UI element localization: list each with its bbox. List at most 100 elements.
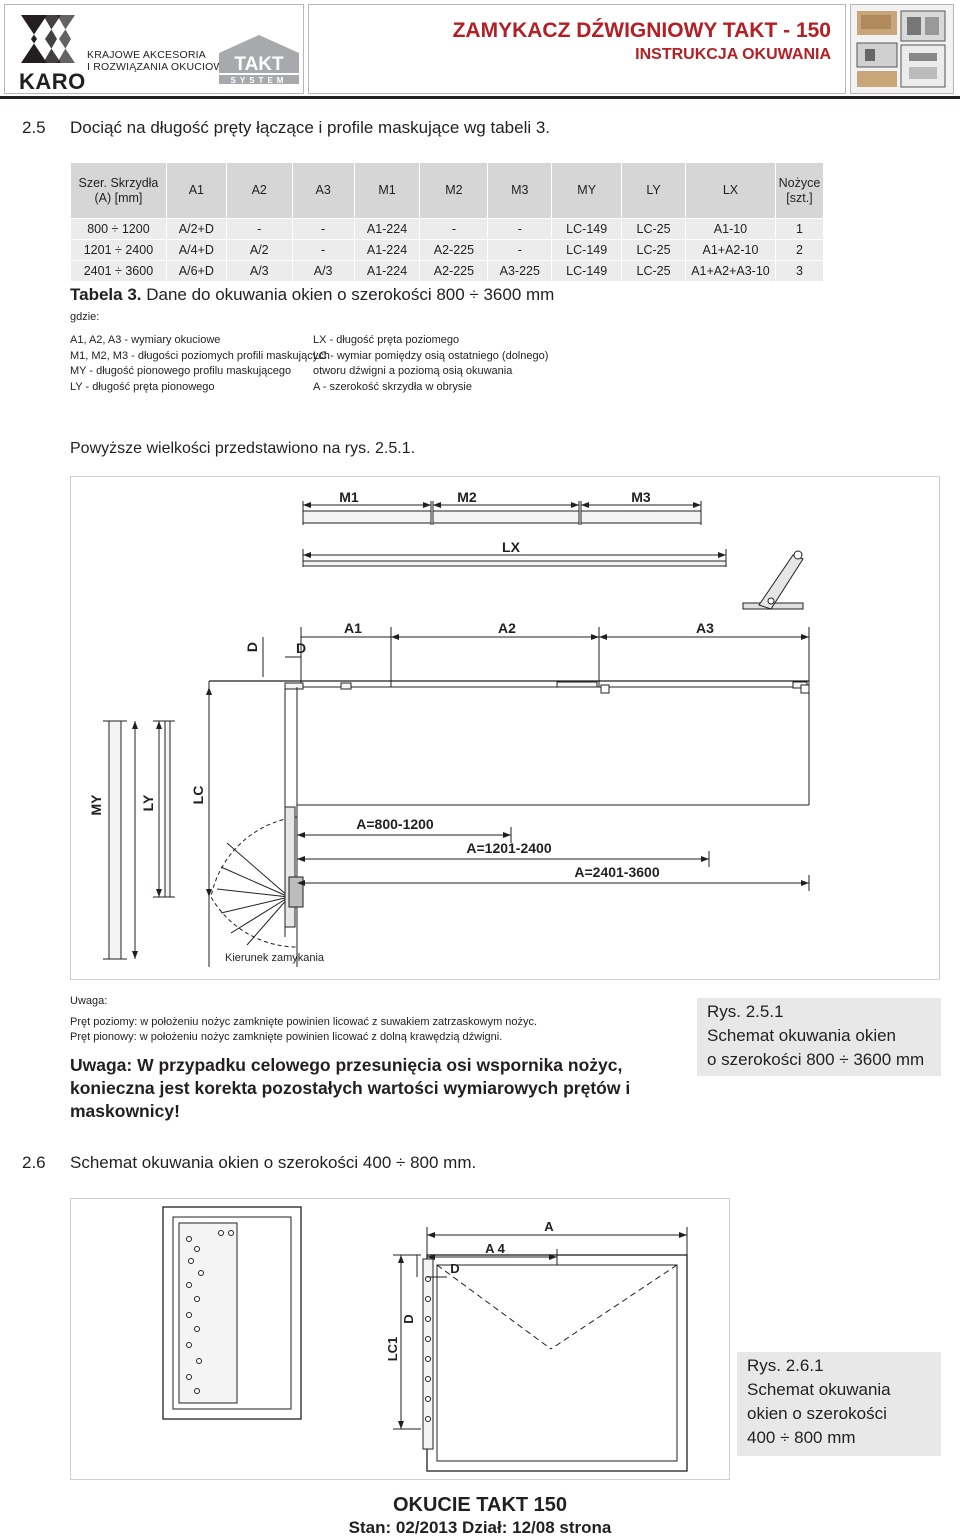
page-subtitle: INSTRUKCJA OKUWANIA — [635, 46, 831, 63]
karo-logo-icon — [21, 15, 75, 63]
legend-item: LC - wymiar pomiędzy osią ostatniego (do… — [313, 349, 549, 362]
warning-note: Uwaga: W przypadku celowego przesunięcia… — [70, 1055, 631, 1121]
label-lc: LC — [190, 786, 206, 805]
table-header-cell: M1 — [353, 162, 421, 219]
page-header: KARO KRAJOWE AKCESORIA I ROZWIĄZANIA OKU… — [0, 0, 960, 99]
table-cell: - — [291, 218, 355, 240]
table-caption: Tabela 3. Dane do okuwania okien o szero… — [70, 285, 554, 305]
caption-figure-2-5-1: Rys. 2.5.1 Schemat okuwania okien o szer… — [697, 998, 941, 1076]
company-logo-panel: KARO KRAJOWE AKCESORIA I ROZWIĄZANIA OKU… — [4, 4, 304, 94]
label-range-2: A=1201-2400 — [466, 840, 551, 856]
vertical-masking-profile-my — [108, 720, 122, 960]
table-cell: A1-224 — [353, 218, 421, 240]
table-header-cell: M2 — [419, 162, 489, 219]
table-header-cell: MY — [551, 162, 623, 219]
figure-2-6-1: A A 4 D LC1 D — [70, 1198, 730, 1480]
horizontal-rod — [302, 560, 727, 567]
label-a3: A3 — [696, 620, 714, 636]
label-a4: A 4 — [485, 1241, 506, 1256]
takt-logo-text: TAKT — [234, 54, 284, 75]
table-cell: 2 — [774, 239, 825, 261]
table-cell: A/6+D — [165, 260, 227, 282]
masking-profile-m1 — [302, 510, 432, 524]
table-cell: A1-224 — [353, 239, 421, 261]
table-3: Szer. Skrzydła (A) [mm] A1 A2 A3 M1 M2 M… — [70, 162, 825, 282]
legend-item: otworu dźwigni a poziomą osią okuwania — [313, 365, 513, 377]
table-cell: LC-149 — [551, 260, 623, 282]
caption-line: okien o szerokości — [747, 1404, 887, 1423]
table-cell: A1-224 — [353, 260, 421, 282]
table-cell: A/2 — [225, 239, 293, 261]
page-title: ZAMYKACZ DŹWIGNIOWY TAKT - 150 — [452, 19, 831, 42]
table-cell: - — [291, 239, 355, 261]
caption-line: Schemat okuwania okien — [707, 1026, 897, 1045]
opening-diagonal-right — [550, 1264, 678, 1350]
table-header-cell: Szer. Skrzydła (A) [mm] — [70, 162, 167, 219]
company-line-1: KRAJOWE AKCESORIA — [87, 49, 206, 61]
sash-holes — [425, 1276, 431, 1422]
label-d-horizontal: D — [296, 640, 306, 656]
caption-line: Schemat okuwania — [747, 1380, 891, 1399]
profile-thumbnail — [850, 4, 954, 94]
label-range-3: A=2401-3600 — [574, 864, 659, 880]
section-heading-2-6: Schemat okuwania okien o szerokości 400 … — [70, 1153, 477, 1172]
footer-product: OKUCIE TAKT 150 — [392, 1494, 568, 1516]
table-header-cell: LY — [621, 162, 686, 219]
header-rule — [0, 96, 960, 99]
section-number-2-6: 2.6 — [22, 1153, 46, 1172]
company-logo-text: KARO — [19, 69, 86, 94]
table-caption-text: Dane do okuwania okien o szerokości 800 … — [141, 285, 555, 304]
table-cell: LC-149 — [551, 218, 623, 240]
table-cell: A/3 — [291, 260, 355, 282]
table-cell: A1-10 — [685, 218, 776, 240]
footer-status: Stan: 02/2013 Dział: 12/08 strona — [348, 1518, 612, 1537]
table-caption-label: Tabela 3. — [70, 285, 142, 304]
label-d-horizontal-2: D — [450, 1261, 459, 1276]
table-header-cell: LX — [685, 162, 776, 219]
table-cell: 1 — [774, 218, 825, 240]
label-lx: LX — [502, 539, 521, 555]
scissor-arm — [758, 554, 804, 610]
table-cell: A1+A2-10 — [685, 239, 776, 261]
figure-reference: Powyższe wielkości przedstawiono na rys.… — [70, 440, 416, 457]
legend-item: M1, M2, M3 - długości poziomych profili … — [70, 349, 330, 362]
table-cell: A/4+D — [165, 239, 227, 261]
masking-profile-m3 — [580, 510, 702, 524]
table-cell: LC-25 — [621, 260, 686, 282]
caption-line: Rys. 2.6.1 — [747, 1356, 824, 1375]
closing-arc — [210, 816, 298, 948]
table-cell: A2-225 — [419, 260, 489, 282]
label-closing-direction: Kierunek zamykania — [225, 952, 325, 964]
takt-logo-sub: SYSTEM — [231, 76, 288, 85]
sash-outline — [426, 1254, 688, 1472]
caption-line: Rys. 2.5.1 — [707, 1002, 784, 1021]
label-m2: M2 — [457, 489, 477, 505]
table-cell: A2-225 — [419, 239, 489, 261]
table-cell: - — [419, 218, 489, 240]
table-cell: 3 — [774, 260, 825, 282]
caption-line: 400 ÷ 800 mm — [747, 1428, 856, 1447]
table-cell: - — [487, 218, 553, 240]
table-header-cell: A3 — [291, 162, 355, 219]
notes-small: Uwaga: Pręt poziomy: w położeniu nożyc z… — [70, 994, 537, 1045]
legend-item: A - szerokość skrzydła w obrysie — [313, 380, 472, 393]
label-a: A — [544, 1219, 554, 1234]
section-number-2-5: 2.5 — [22, 118, 46, 137]
table-cell: - — [487, 239, 553, 261]
frame-left — [162, 1206, 302, 1420]
table-cell: A1+A2+A3-10 — [685, 260, 776, 282]
label-a1: A1 — [344, 620, 362, 636]
scissor-fan — [216, 842, 290, 946]
small-window-diagram: A A 4 D LC1 D — [162, 1206, 688, 1472]
table-cell: A3-225 — [487, 260, 553, 282]
opening-diagonal-left — [436, 1264, 552, 1350]
figure-2-5-1: M1 M2 M3 LX A1 A2 A3 D D MY LY LC A=800-… — [70, 476, 940, 980]
table-header-cell: M3 — [487, 162, 553, 219]
table-row: 1201 ÷ 2400 A/4+D A/2 - A1-224 A2-225 - … — [70, 239, 825, 261]
label-lc1: LC1 — [385, 1337, 400, 1362]
legend-left: A1, A2, A3 - wymiary okuciowe M1, M2, M3… — [70, 333, 330, 395]
caption-figure-2-6-1: Rys. 2.6.1 Schemat okuwania okien o szer… — [737, 1352, 941, 1456]
table-cell: LC-25 — [621, 239, 686, 261]
table-cell: LC-25 — [621, 218, 686, 240]
legend-right: LX - długość pręta poziomego LC - wymiar… — [313, 333, 548, 395]
